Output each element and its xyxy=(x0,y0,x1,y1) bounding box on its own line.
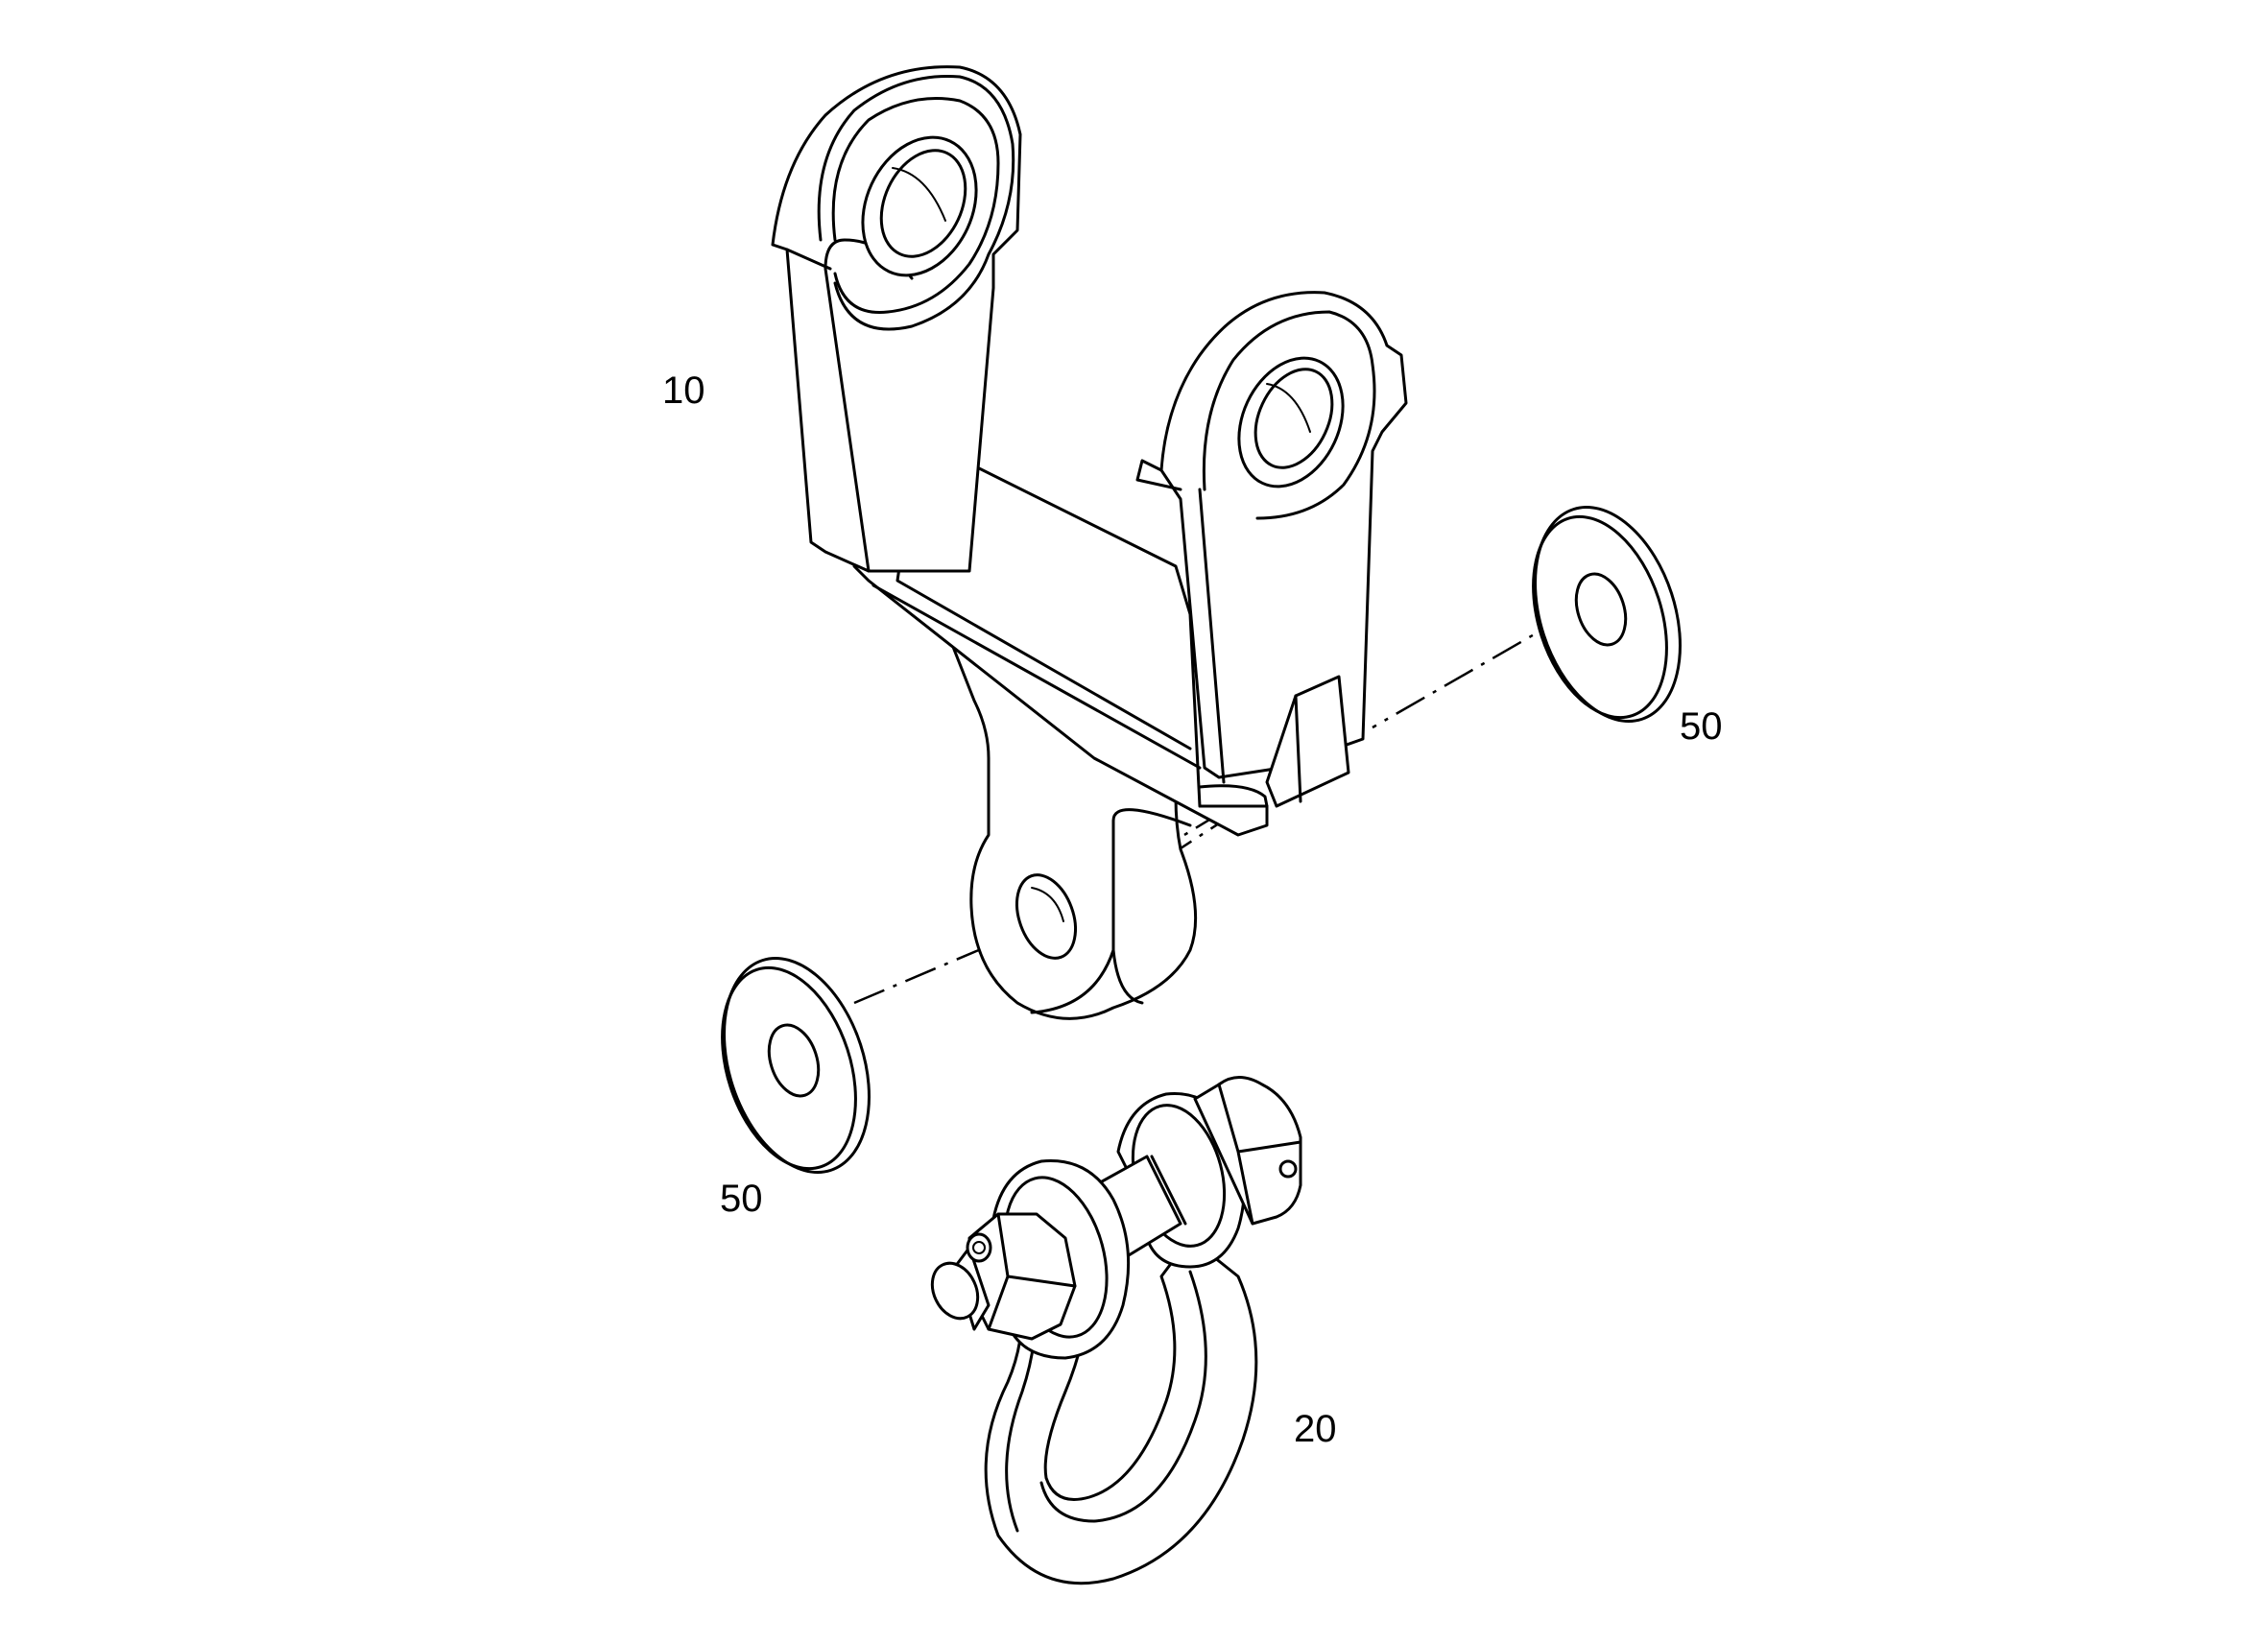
bracket-stop-block-edge xyxy=(1294,694,1302,803)
shackle-nut-facets xyxy=(987,1212,1077,1331)
washer-right-hole xyxy=(1574,572,1628,647)
bracket-lug-side xyxy=(1030,948,1115,1014)
callout-washer-right: 50 xyxy=(1680,705,1723,748)
bracket-right-arm xyxy=(1159,291,1408,779)
callout-shackle: 20 xyxy=(1294,1408,1337,1450)
bracket-left-arm-hole-inner xyxy=(879,149,967,258)
shackle-cotter-pin-eye xyxy=(972,1241,986,1254)
bracket-right-arm-face xyxy=(1202,310,1376,520)
shackle-bow-inner xyxy=(1039,1270,1207,1523)
bracket-right-arm-tab xyxy=(1135,459,1182,491)
shackle-bolt-shaft-edge xyxy=(1150,1155,1187,1226)
bracket-beam-front-edge xyxy=(871,584,1202,770)
bracket-part xyxy=(771,65,1408,1020)
bracket-right-arm-hole xyxy=(1237,356,1345,488)
washer-left-part xyxy=(721,957,871,1174)
washer-right-rim xyxy=(1532,514,1668,720)
bracket-left-arm-hole-depth xyxy=(892,167,946,222)
bracket-right-arm-hole-inner xyxy=(1253,368,1334,469)
bracket-stop-block xyxy=(1265,675,1350,808)
bracket-lug-hole xyxy=(1015,873,1077,960)
shackle-bolt-pin-hole xyxy=(1278,1159,1298,1179)
callout-bracket: 10 xyxy=(662,369,705,412)
shackle-bolt-head-facets xyxy=(1217,1083,1302,1226)
bracket-left-arm-bevel xyxy=(785,248,832,271)
bracket-lug-inner-edge xyxy=(1111,808,1192,1005)
bracket-right-arm-edge xyxy=(1198,488,1226,784)
bracket-right-arm-hole-depth xyxy=(1266,383,1311,433)
washer-right-part xyxy=(1532,506,1682,723)
washer-left-hole xyxy=(767,1023,821,1098)
washer-left-rim xyxy=(721,965,857,1171)
bracket-left-arm-boss xyxy=(817,74,1015,331)
shackle-part xyxy=(930,1076,1302,1585)
shackle-nut xyxy=(967,1212,1077,1341)
shackle-bolt-end xyxy=(930,1261,980,1321)
bracket-left-arm-boss-ring xyxy=(831,97,1000,314)
bracket-lug-hole-depth xyxy=(1031,887,1064,922)
bracket-left-arm-hole xyxy=(861,135,978,277)
callout-washer-left: 50 xyxy=(720,1178,763,1220)
shackle-cotter-pin xyxy=(966,1232,992,1263)
